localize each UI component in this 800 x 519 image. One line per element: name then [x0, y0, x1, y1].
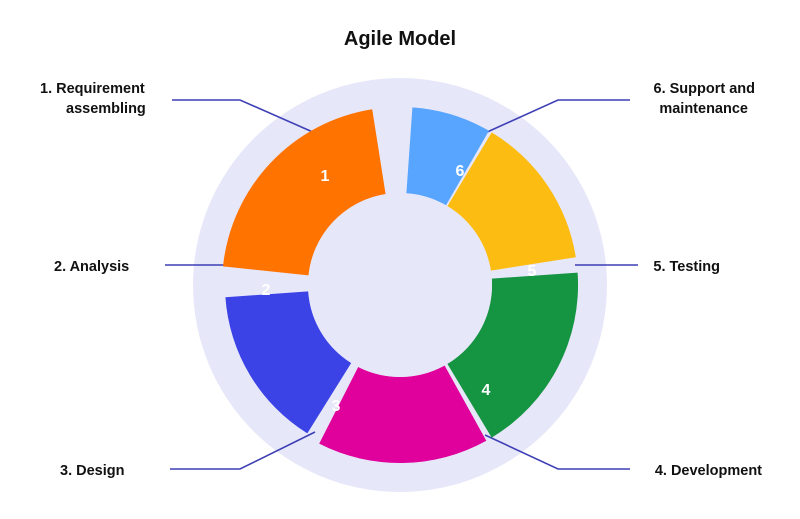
segment-3 — [319, 365, 487, 464]
segment-number-2: 2 — [262, 282, 271, 299]
step-label-5: 5. Testing — [653, 259, 720, 275]
segment-number-5: 5 — [528, 263, 537, 280]
step-label-6-line-1: 6. Support and — [654, 81, 756, 97]
leader-line-4 — [484, 434, 630, 470]
segment-6 — [406, 107, 489, 206]
diagram-title: Agile Model — [343, 28, 457, 50]
step-label-3: 3. Design — [60, 463, 124, 479]
step-label-1-line-1: 1. Requirement — [40, 81, 145, 97]
segment-1 — [223, 109, 386, 276]
step-label-4: 4. Development — [655, 463, 762, 479]
segment-number-3: 3 — [332, 398, 341, 415]
segment-4 — [447, 272, 579, 438]
segment-number-6: 6 — [456, 163, 465, 180]
step-label-2: 2. Analysis — [54, 259, 129, 275]
leader-lines — [165, 99, 638, 470]
step-labels: 1. Requirement assembling 2. Analysis 3. De… — [40, 81, 762, 479]
leader-line-6 — [484, 99, 630, 134]
leader-line-1 — [172, 99, 316, 134]
segment-5 — [447, 132, 576, 271]
segment-number-4: 4 — [482, 382, 491, 399]
step-label-6-line-2: maintenance — [659, 101, 748, 117]
leader-line-3 — [170, 431, 316, 470]
segment-2 — [225, 291, 352, 434]
cycle-segments — [223, 107, 579, 464]
segment-number-1: 1 — [321, 168, 330, 185]
step-label-1-line-2: assembling — [66, 101, 146, 117]
inner-hole — [308, 193, 492, 377]
segment-numbers: 1 2 3 4 5 6 — [262, 163, 537, 415]
